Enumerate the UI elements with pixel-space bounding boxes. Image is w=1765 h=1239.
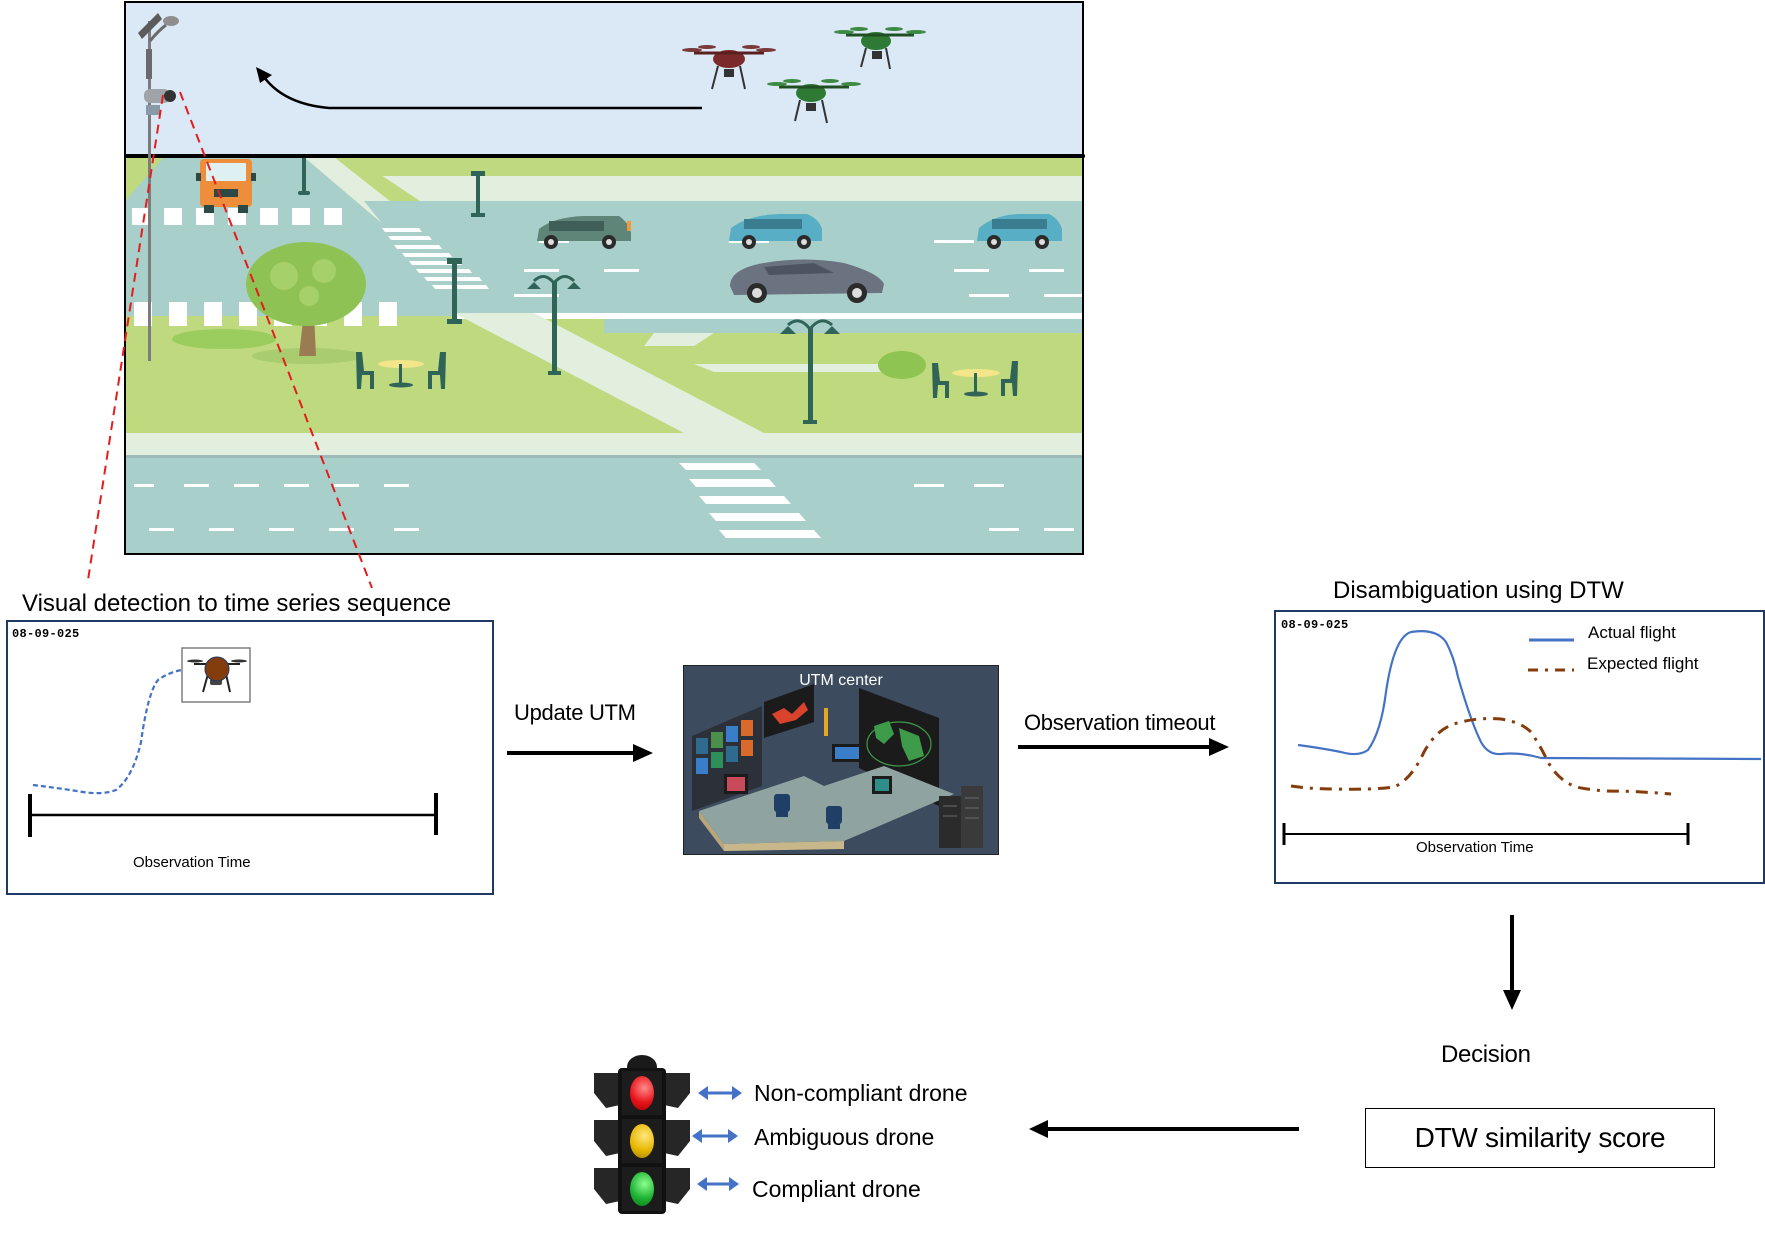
green-drone-icon: [767, 79, 861, 124]
fov-line-right: [179, 91, 373, 589]
scene-illustration: [124, 1, 1085, 555]
yellow-light: [630, 1124, 654, 1158]
actual-flight-line: [1297, 630, 1762, 761]
update-utm-label: Update UTM: [514, 700, 636, 725]
crosswalk-bottom: [679, 463, 821, 538]
bush-icon: [172, 329, 276, 349]
dtw-similarity-score-box: DTW similarity score: [1365, 1108, 1715, 1168]
control-room-illustration: [692, 684, 983, 851]
red-drone-icon: [682, 45, 776, 90]
dtw-legend: [1528, 638, 1574, 672]
dtw-timestamp: 08-09-025: [1281, 618, 1349, 632]
street-lamp-double-icon: [780, 319, 840, 424]
street-lamp-icon: [298, 157, 310, 195]
ambiguous-arrow-icon: [692, 1129, 738, 1143]
dtw-observation-time-axis: [1282, 823, 1690, 845]
non-compliant-drone-label: Non-compliant drone: [754, 1080, 968, 1106]
non-compliant-arrow-icon: [698, 1086, 742, 1100]
legend-expected-label: Expected flight: [1587, 654, 1699, 673]
street-light-pole-icon: [138, 13, 179, 361]
utm-center-label: UTM center: [799, 672, 883, 689]
cafe-table-icon: [932, 361, 1018, 398]
car-blue-icon: [729, 214, 822, 249]
car-green-icon: [537, 216, 631, 249]
sky-area: [124, 1, 1084, 156]
expected-flight-line: [1290, 717, 1672, 796]
fov-line-left: [87, 94, 164, 581]
surveillance-scene: [124, 1, 1085, 556]
street-lamp-double-icon: [527, 275, 581, 375]
dtw-plot: [1282, 630, 1762, 845]
traffic-light: [592, 1053, 692, 1218]
street-lamp-icon: [447, 258, 462, 324]
decision-label: Decision: [1441, 1041, 1531, 1068]
compliant-drone-label: Compliant drone: [752, 1176, 921, 1202]
camera-field-of-view: [87, 91, 373, 589]
observation-time-axis: [28, 793, 438, 837]
utm-center-image: UTM center: [683, 665, 999, 855]
compliant-arrow-icon: [697, 1177, 739, 1191]
detected-track-line: [32, 667, 189, 795]
decision-left-arrow: [1029, 1120, 1299, 1138]
red-light: [630, 1076, 654, 1110]
detected-drone-icon: [187, 656, 247, 693]
green-drone-icon: [834, 27, 926, 70]
detection-axis-label: Observation Time: [133, 854, 251, 871]
car-blue-icon: [977, 214, 1062, 249]
bush-icon: [878, 351, 926, 379]
dtw-similarity-score-label: DTW similarity score: [1414, 1122, 1666, 1153]
surveillance-camera-icon: [144, 89, 176, 115]
ambiguous-drone-label: Ambiguous drone: [754, 1124, 935, 1150]
down-arrow: [1503, 915, 1521, 1010]
detection-panel-title: Visual detection to time series sequence: [22, 590, 452, 617]
dtw-axis-label: Observation Time: [1416, 839, 1534, 856]
street-lamp-icon: [471, 171, 485, 217]
legend-actual-label: Actual flight: [1588, 623, 1676, 642]
observation-timeout-arrow: [1018, 738, 1229, 756]
tree-icon: [246, 242, 366, 364]
orange-truck-icon: [196, 159, 256, 213]
dtw-panel: 08-09-025 Actual flight Expected flight …: [1274, 610, 1765, 884]
detection-panel: 08-09-025 Observation Time: [6, 620, 494, 895]
green-light: [630, 1172, 654, 1206]
detection-timestamp: 08-09-025: [12, 627, 80, 641]
detection-plot: [28, 647, 438, 837]
observation-timeout-label: Observation timeout: [1024, 710, 1216, 735]
update-utm-arrow: [507, 744, 653, 762]
flight-direction-arrow: [256, 67, 702, 110]
dtw-panel-title: Disambiguation using DTW: [1333, 577, 1624, 604]
car-grey-icon: [730, 259, 884, 303]
cafe-table-icon: [356, 352, 446, 389]
